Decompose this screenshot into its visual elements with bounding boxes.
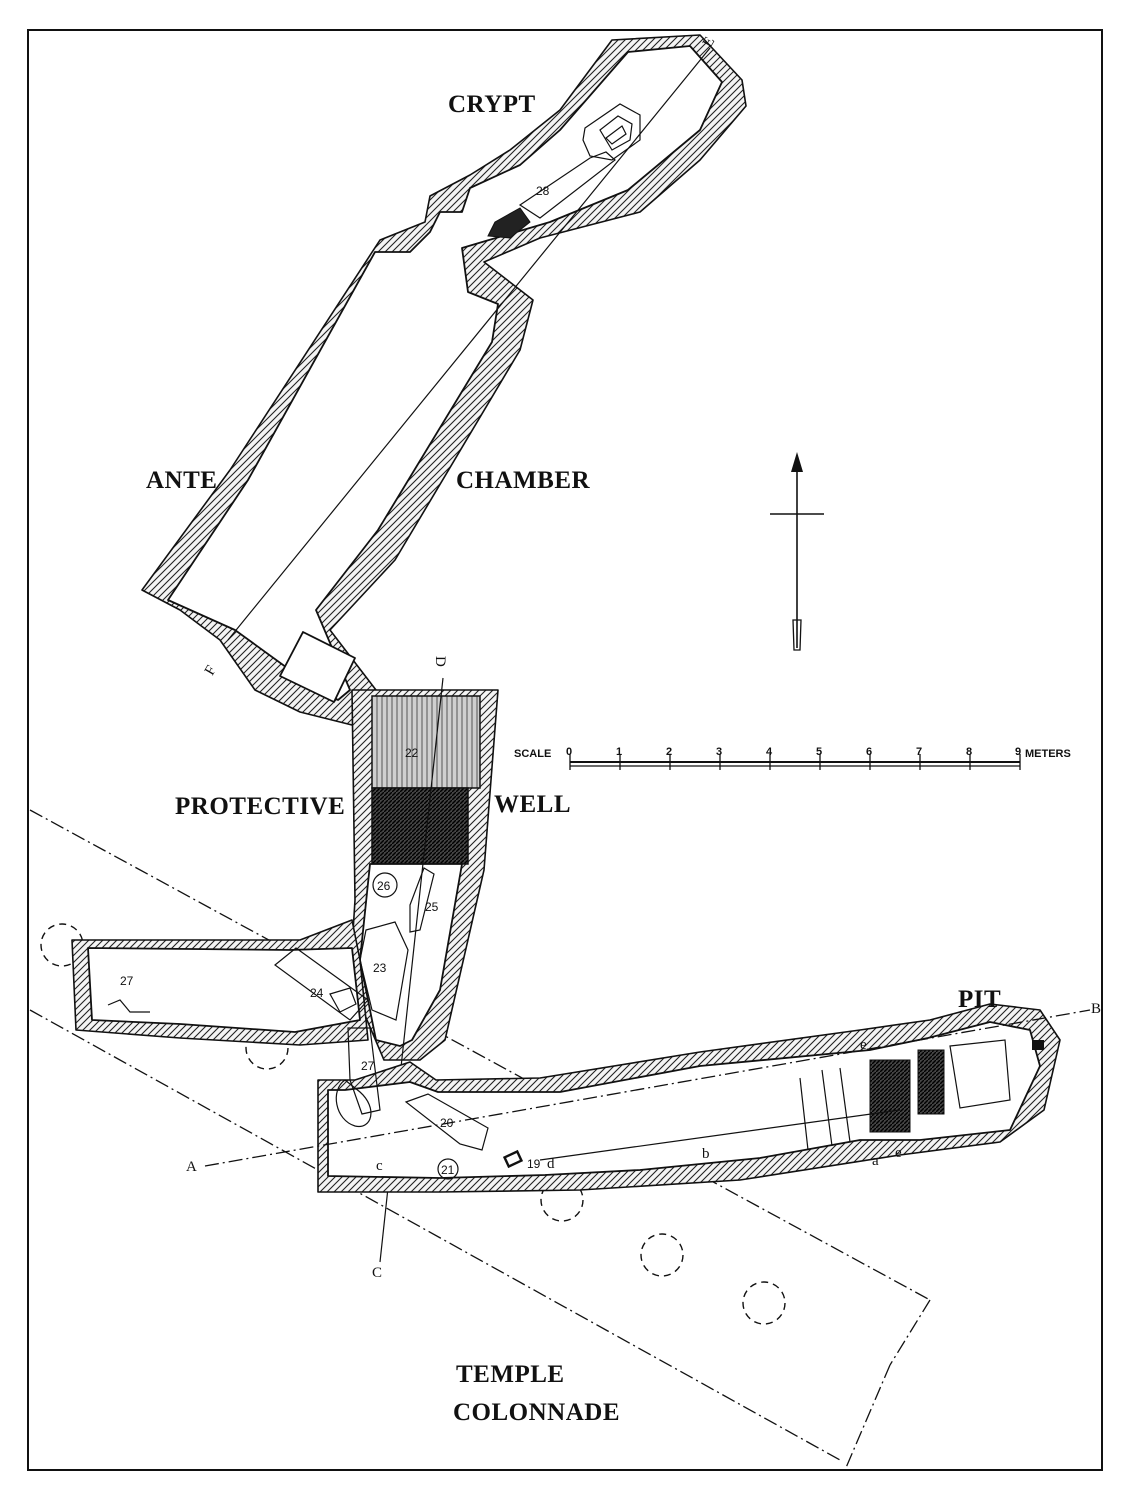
- section-letter-e-lower: e: [895, 1145, 902, 1161]
- scale-tick-7: 7: [916, 746, 922, 758]
- object-number-28: 28: [536, 184, 550, 198]
- section-letter-b: b: [702, 1146, 710, 1162]
- well-shaft-light: [371, 695, 481, 789]
- scale-tick-0: 0: [566, 746, 572, 758]
- label-ante: ANTE: [146, 467, 217, 494]
- label-protective: PROTECTIVE: [175, 793, 345, 820]
- scale-tick-9: 9: [1015, 746, 1021, 758]
- well-shaft-dark: [371, 787, 469, 865]
- label-well: WELL: [494, 791, 571, 818]
- coffin-24-head: [329, 987, 357, 1013]
- scale-unit: METERS: [1025, 748, 1071, 760]
- object-number-26: 26: [377, 879, 391, 893]
- object-number-27-well: 27: [361, 1059, 375, 1073]
- object-number-22: 22: [405, 746, 419, 760]
- scale-tick-6: 6: [866, 746, 872, 758]
- object-number-19: 19: [527, 1157, 541, 1171]
- west-chamber-room: [87, 947, 361, 1033]
- temple-colonnade-outline: [29, 809, 931, 1471]
- crypt-coffin-28: [487, 103, 641, 239]
- section-letter-e-upper: e: [860, 1037, 867, 1053]
- pit-stair-hatching: [799, 1039, 1011, 1151]
- scale-tick-2: 2: [666, 746, 672, 758]
- west-coffin-24: [274, 947, 369, 1021]
- page-border: [27, 29, 1103, 1471]
- object-number-27-west: 27: [120, 974, 134, 988]
- scale-tick-3: 3: [716, 746, 722, 758]
- section-letter-F: F: [202, 663, 220, 678]
- section-letter-B: B: [1091, 1001, 1101, 1017]
- well-coffins: [359, 867, 435, 1021]
- label-temple: TEMPLE: [456, 1361, 565, 1388]
- pit-marker: [1032, 1040, 1044, 1050]
- corridor-coffins: [335, 1027, 524, 1180]
- section-letter-a: a: [872, 1153, 879, 1169]
- object-27-west: [107, 999, 150, 1013]
- object-number-20: 20: [440, 1116, 454, 1130]
- object-number-24: 24: [310, 986, 324, 1000]
- section-line-a-b-inner: [539, 1109, 901, 1161]
- scale-tick-5: 5: [816, 746, 822, 758]
- object-number-25: 25: [425, 900, 439, 914]
- section-letter-A: A: [186, 1159, 197, 1175]
- object-number-23: 23: [373, 961, 387, 975]
- scale-tick-8: 8: [966, 746, 972, 758]
- section-letter-D: D: [432, 656, 448, 667]
- object-number-21: 21: [441, 1163, 455, 1177]
- label-pit: PIT: [958, 986, 1001, 1013]
- section-letter-c: c: [376, 1158, 383, 1174]
- label-colonnade: COLONNADE: [453, 1399, 620, 1426]
- section-line-e-f: [227, 47, 711, 641]
- label-crypt: CRYPT: [448, 91, 536, 118]
- label-chamber: CHAMBER: [456, 467, 591, 494]
- north-arrow: [770, 452, 824, 651]
- section-line-a-b: [204, 1009, 1091, 1167]
- scale-tick-1: 1: [616, 746, 622, 758]
- section-letter-d: d: [547, 1156, 555, 1172]
- scale-prefix: SCALE: [514, 748, 551, 760]
- entrance-stair: [279, 631, 356, 703]
- scale-tick-4: 4: [766, 746, 773, 758]
- section-letter-C: C: [372, 1265, 382, 1281]
- scale-bar: SCALE 0 1 2 3 4 5 6 7 8 9 METERS: [514, 746, 1071, 770]
